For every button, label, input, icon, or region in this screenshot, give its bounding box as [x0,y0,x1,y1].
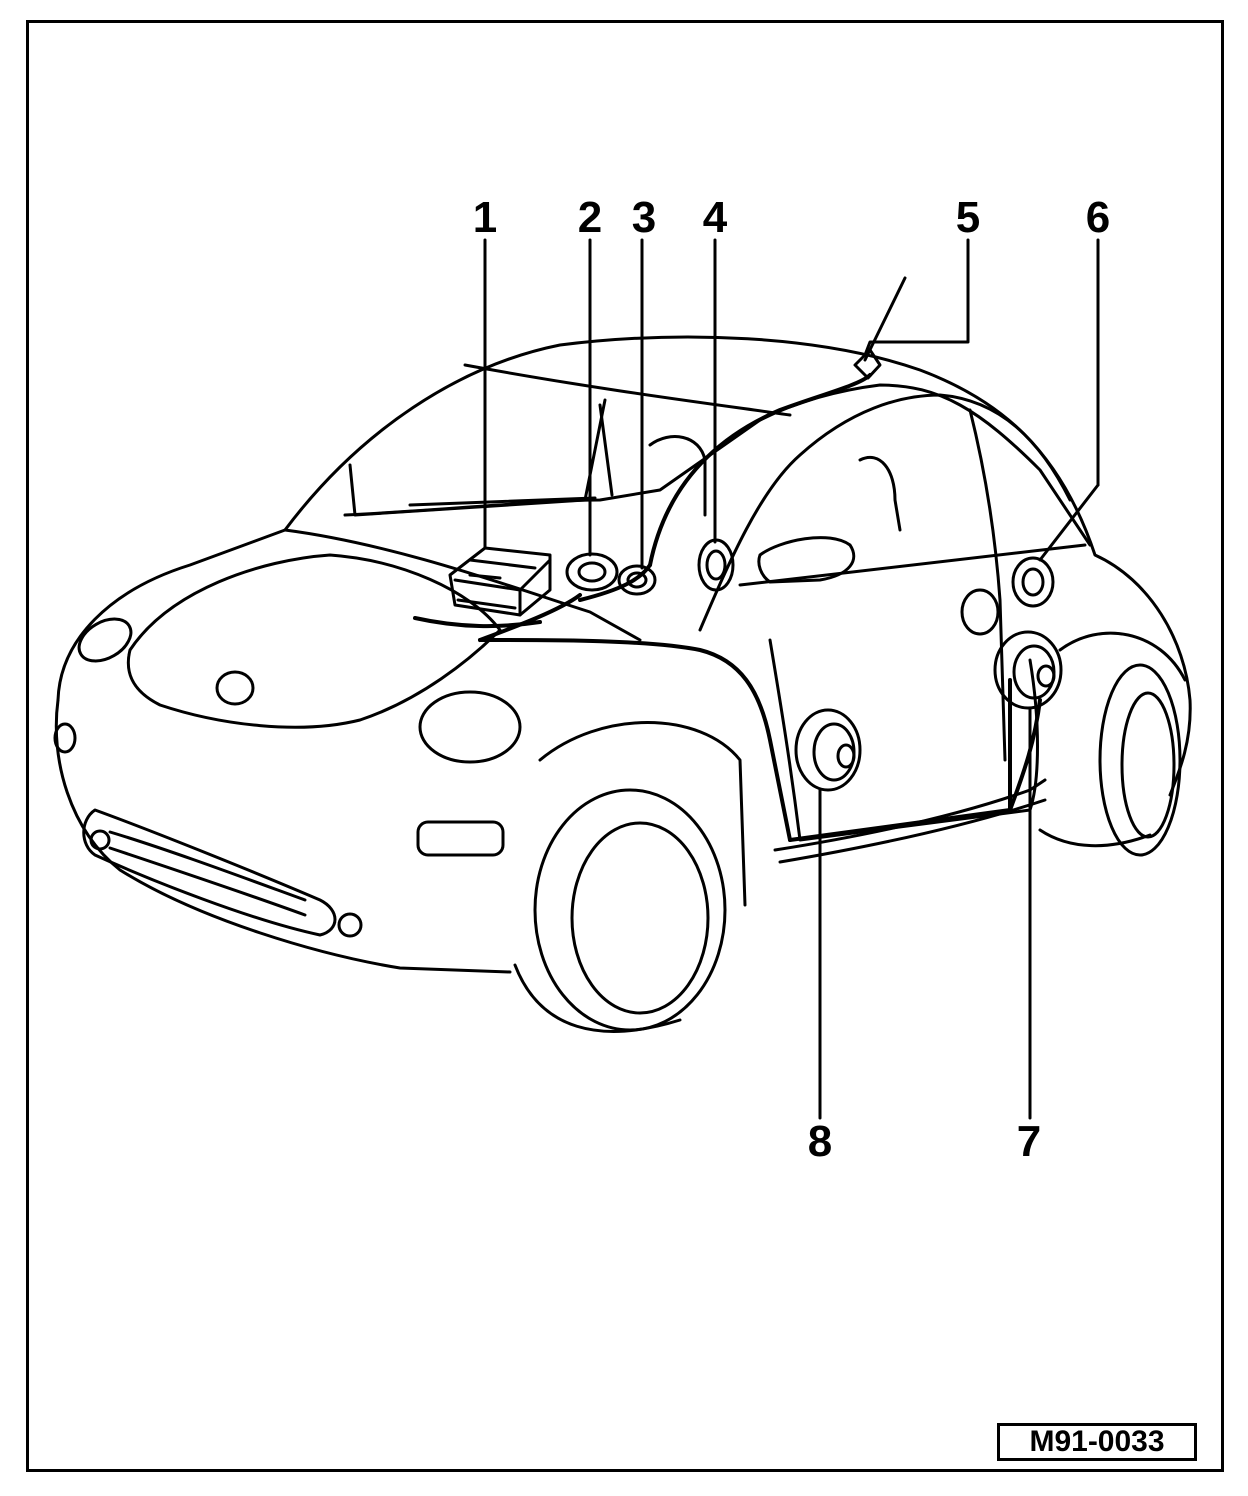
wiring-harness [413,373,1042,842]
callout-4: 4 [702,193,728,242]
callout-6: 6 [1085,193,1111,242]
leader-lines [483,238,1100,1120]
callout-1: 1 [472,193,498,242]
callout-8: 8 [807,1117,833,1166]
speaker-7 [993,630,1063,710]
callout-2: 2 [577,193,603,242]
speaker-3 [617,564,657,596]
speaker-2 [565,552,619,592]
rear-wheel [1038,631,1187,857]
speaker-6 [1011,556,1055,608]
front-wheel [513,721,747,1033]
diagram-frame [26,20,1224,1472]
side-mirror [757,536,1000,636]
callout-3: 3 [631,193,657,242]
callout-7: 7 [1016,1117,1042,1166]
speaker-8 [794,708,862,792]
callout-5: 5 [955,193,981,242]
front-details [53,617,522,938]
figure-code-label: M91-0033 [997,1423,1197,1461]
